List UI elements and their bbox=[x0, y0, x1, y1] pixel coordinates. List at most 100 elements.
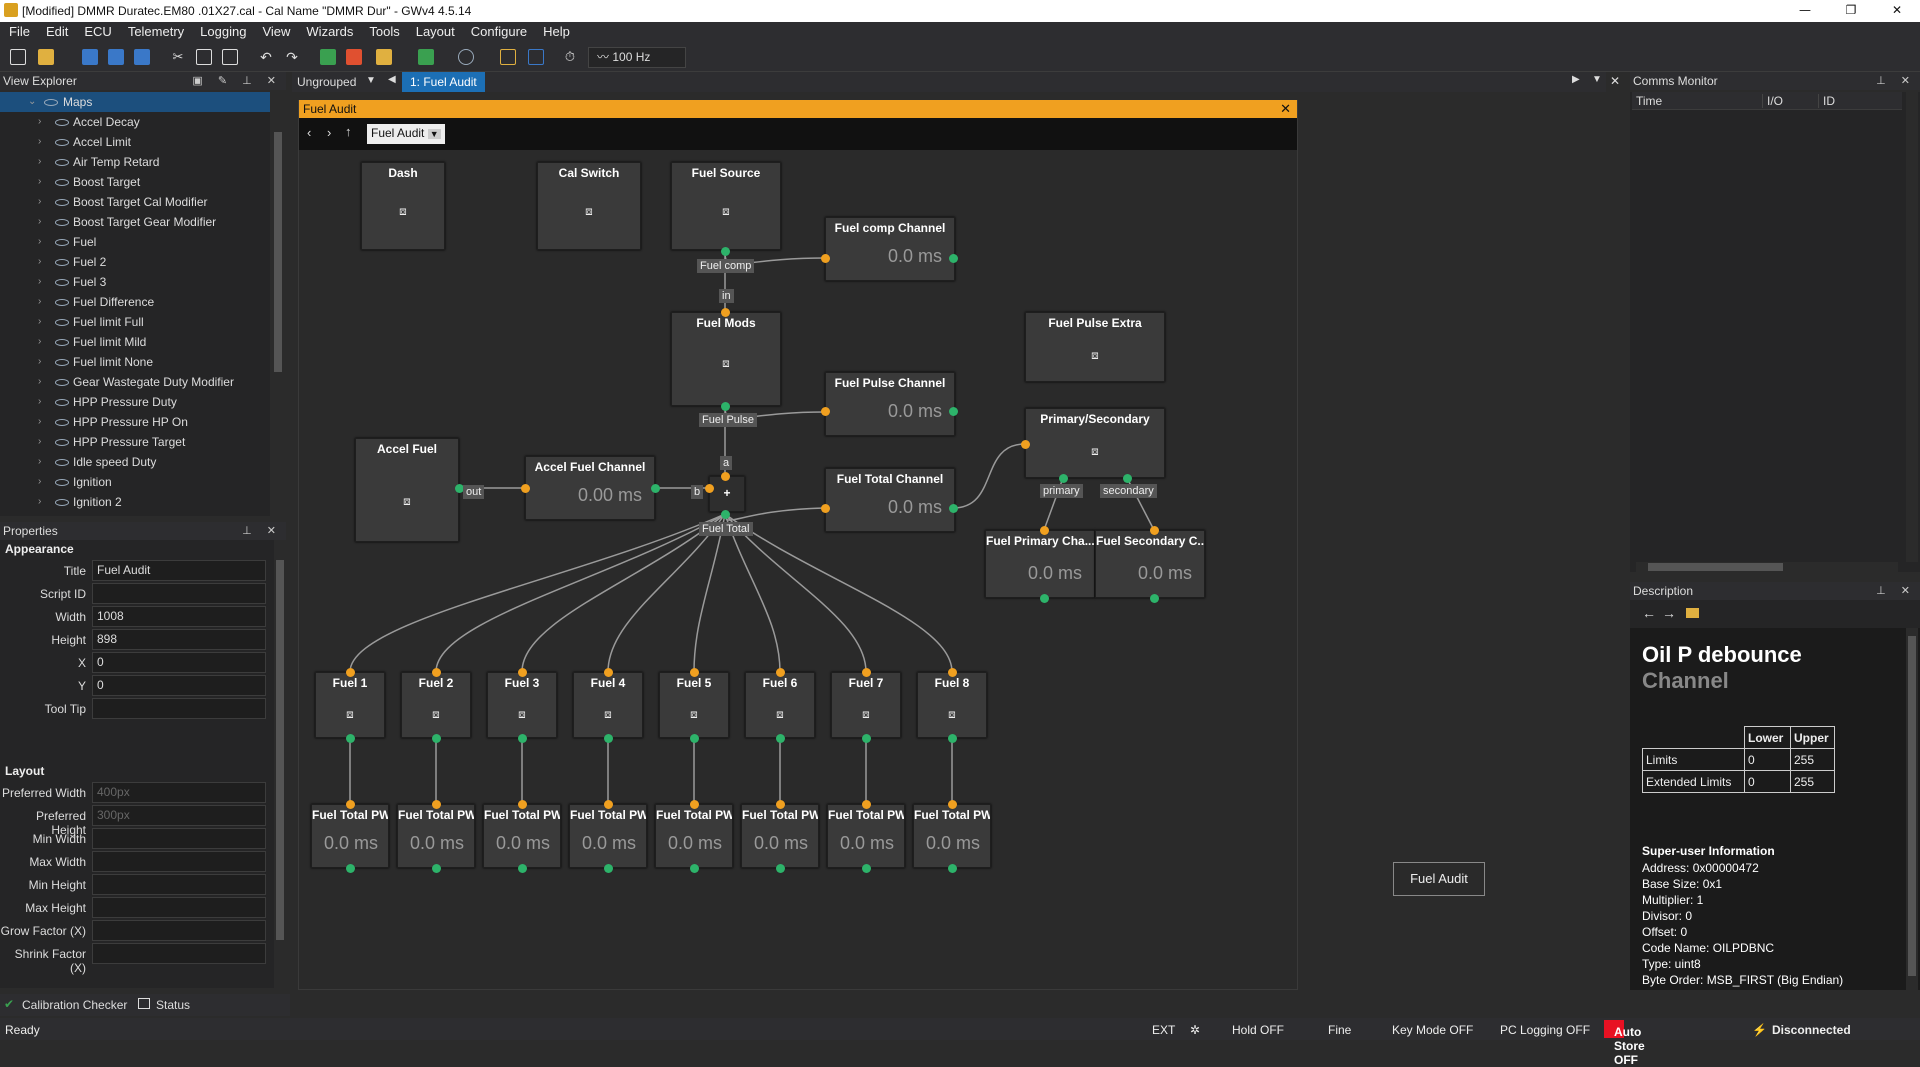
chevron-right-icon[interactable]: › bbox=[38, 196, 42, 207]
port-out[interactable] bbox=[949, 254, 958, 263]
node-pw-channel[interactable]: Fuel Total PW 2 .0.0 ms bbox=[397, 804, 475, 868]
chevron-right-icon[interactable]: › bbox=[38, 436, 42, 447]
port-out[interactable] bbox=[948, 864, 957, 873]
tree-item[interactable]: ›Air Temp Retard bbox=[0, 152, 270, 172]
node-pw-channel[interactable]: Fuel Total PW 7 .0.0 ms bbox=[827, 804, 905, 868]
disconnect-icon[interactable] bbox=[346, 49, 362, 65]
cut-icon[interactable]: ✂ bbox=[172, 49, 184, 64]
property-input[interactable]: 400px bbox=[92, 782, 266, 803]
tab-fuel-audit[interactable]: 1: Fuel Audit bbox=[402, 72, 485, 92]
copy-icon[interactable] bbox=[196, 49, 212, 65]
port-in[interactable] bbox=[432, 800, 441, 809]
port-in[interactable] bbox=[604, 668, 613, 677]
port-in[interactable] bbox=[948, 800, 957, 809]
chevron-right-icon[interactable]: › bbox=[38, 476, 42, 487]
port-in[interactable] bbox=[346, 800, 355, 809]
node-plus[interactable]: + bbox=[709, 476, 745, 512]
upload-icon[interactable] bbox=[418, 49, 434, 65]
port-in[interactable] bbox=[776, 668, 785, 677]
node-accel-fuel[interactable]: Accel Fuel⧈ bbox=[355, 438, 459, 542]
node-fuel-map[interactable]: Fuel 6⧈ bbox=[745, 672, 815, 738]
tree-item[interactable]: ›HPP Pressure HP On bbox=[0, 412, 270, 432]
node-fuel-map[interactable]: Fuel 2⧈ bbox=[401, 672, 471, 738]
chevron-right-icon[interactable]: › bbox=[38, 156, 42, 167]
horizontal-scrollbar[interactable] bbox=[1636, 562, 1898, 572]
column-io[interactable]: I/O bbox=[1762, 94, 1783, 108]
chevron-right-icon[interactable]: › bbox=[38, 416, 42, 427]
breadcrumb[interactable]: Fuel Audit ▼ bbox=[367, 124, 445, 144]
port-out[interactable] bbox=[776, 864, 785, 873]
port-in[interactable] bbox=[1021, 440, 1030, 449]
fit-icon[interactable] bbox=[500, 49, 516, 65]
panel-controls-icon[interactable]: ⊥ ✕ bbox=[1876, 585, 1916, 597]
port-out[interactable] bbox=[721, 510, 730, 519]
property-input[interactable]: Fuel Audit bbox=[92, 560, 266, 581]
port-in[interactable] bbox=[346, 668, 355, 677]
minimize-button[interactable]: — bbox=[1799, 3, 1811, 17]
port-out[interactable] bbox=[690, 864, 699, 873]
description-scrollbar[interactable] bbox=[1906, 628, 1918, 990]
port-in[interactable] bbox=[776, 800, 785, 809]
port-in[interactable] bbox=[821, 254, 830, 263]
node-fuel-map[interactable]: Fuel 1⧈ bbox=[315, 672, 385, 738]
tree-item[interactable]: ›Idle speed Duty bbox=[0, 452, 270, 472]
forward-arrow-icon[interactable]: → bbox=[1662, 605, 1676, 621]
property-input[interactable] bbox=[92, 851, 266, 872]
chevron-right-icon[interactable]: › bbox=[38, 396, 42, 407]
port-out[interactable] bbox=[1150, 594, 1159, 603]
port-in[interactable] bbox=[604, 800, 613, 809]
port-in[interactable] bbox=[705, 484, 714, 493]
port-out[interactable] bbox=[455, 484, 464, 493]
port-out[interactable] bbox=[518, 734, 527, 743]
port-in[interactable] bbox=[821, 407, 830, 416]
chevron-right-icon[interactable]: › bbox=[38, 496, 42, 507]
close-icon[interactable]: ✕ bbox=[1610, 74, 1621, 88]
status-pc-logging[interactable]: PC Logging OFF bbox=[1500, 1023, 1591, 1037]
panel-controls-icon[interactable]: ▣ ✎ ⊥ ✕ bbox=[192, 75, 282, 87]
fuel-audit-button[interactable]: Fuel Audit bbox=[1393, 862, 1485, 896]
property-input[interactable] bbox=[92, 943, 266, 964]
menu-wizards[interactable]: Wizards bbox=[306, 24, 354, 39]
menu-layout[interactable]: Layout bbox=[415, 24, 455, 39]
property-input[interactable]: 898 bbox=[92, 629, 266, 650]
chevron-down-icon[interactable]: ▼ bbox=[1592, 74, 1602, 85]
node-primary-secondary[interactable]: Primary/Secondary⧈ bbox=[1025, 408, 1165, 478]
tree-root-maps[interactable]: ⌄ Maps bbox=[0, 92, 270, 112]
stopwatch-icon[interactable]: ⏱ bbox=[564, 49, 576, 64]
port-out[interactable] bbox=[690, 734, 699, 743]
panel-controls-icon[interactable]: ⊥ ✕ bbox=[242, 525, 282, 537]
port-in[interactable] bbox=[862, 668, 871, 677]
port-in[interactable] bbox=[862, 800, 871, 809]
chevron-right-icon[interactable]: › bbox=[38, 316, 42, 327]
port-out[interactable] bbox=[1059, 474, 1068, 483]
tree-item[interactable]: ›Ignition 2 bbox=[0, 492, 270, 512]
menu-configure[interactable]: Configure bbox=[470, 24, 528, 39]
chevron-right-icon[interactable]: › bbox=[38, 236, 42, 247]
forward-arrow-icon[interactable]: › bbox=[327, 125, 332, 140]
port-out[interactable] bbox=[776, 734, 785, 743]
save-as-icon[interactable] bbox=[108, 49, 124, 65]
port-out[interactable] bbox=[862, 734, 871, 743]
node-fuel-map[interactable]: Fuel 7⧈ bbox=[831, 672, 901, 738]
port-out[interactable] bbox=[721, 247, 730, 256]
paste-icon[interactable] bbox=[222, 49, 238, 65]
tree-item[interactable]: ›Fuel 2 bbox=[0, 252, 270, 272]
port-in[interactable] bbox=[690, 800, 699, 809]
comms-scrollbar[interactable] bbox=[1906, 92, 1918, 562]
property-input[interactable] bbox=[92, 698, 266, 719]
property-input[interactable] bbox=[92, 920, 266, 941]
property-input[interactable]: 300px bbox=[92, 805, 266, 826]
property-input[interactable] bbox=[92, 828, 266, 849]
tree-item[interactable]: ›Accel Limit bbox=[0, 132, 270, 152]
port-in[interactable] bbox=[721, 472, 730, 481]
property-input[interactable]: 0 bbox=[92, 652, 266, 673]
node-fuel-map[interactable]: Fuel 4⧈ bbox=[573, 672, 643, 738]
chevron-right-icon[interactable]: › bbox=[38, 296, 42, 307]
group-selector[interactable]: Ungrouped bbox=[297, 75, 357, 89]
back-arrow-icon[interactable]: ‹ bbox=[307, 125, 312, 140]
port-out[interactable] bbox=[949, 407, 958, 416]
port-in[interactable] bbox=[948, 668, 957, 677]
tree-item[interactable]: ›Ignition bbox=[0, 472, 270, 492]
